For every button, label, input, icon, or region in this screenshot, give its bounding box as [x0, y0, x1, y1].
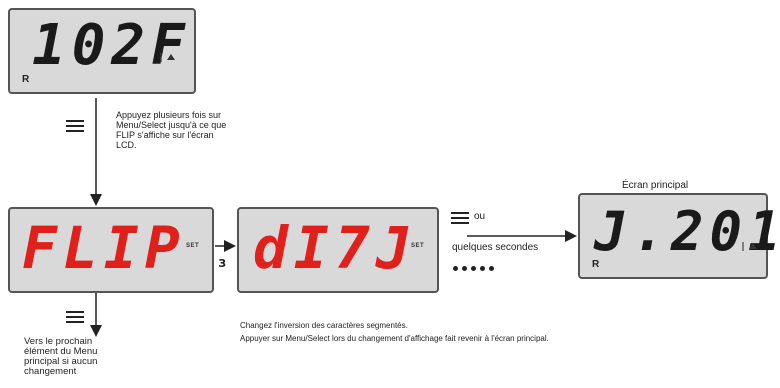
press-returns-text: Appuyer sur Menu/Select lors du changeme… — [240, 334, 549, 343]
lcd-value-main: J.201 — [594, 200, 780, 263]
change-inversion-text: Changez l'inversion des caractères segme… — [240, 321, 408, 330]
lcd-display-flipped: dI7J SET — [237, 207, 439, 293]
main-screen-label: Écran principal — [622, 180, 689, 191]
menu-select-icon — [66, 120, 84, 135]
few-seconds-label: quelques secondes — [452, 242, 539, 253]
indicator-r-main: R — [592, 259, 600, 270]
menu-instruction-text: Appuyez plusieurs fois sur Menu/Select j… — [116, 110, 227, 150]
or-label: ou — [474, 211, 486, 222]
temperature-indicator-icon-main — [740, 239, 758, 253]
temperature-indicator-icon — [158, 50, 176, 64]
lcd-value-top: 102F — [32, 13, 191, 78]
set-label-flip: SET — [186, 243, 200, 249]
lcd-value-flip: FLIP — [22, 214, 186, 282]
indicator-r-top: R — [22, 74, 30, 85]
set-label-flipped: SET — [411, 243, 425, 249]
next-item-text: Vers le prochain élément du Menu princip… — [24, 336, 98, 377]
lcd-display-main: J.201 R — [578, 193, 780, 279]
menu-select-icon-2 — [451, 212, 469, 227]
flip-symbol-icon: з — [218, 255, 227, 271]
lcd-display-top: 102F R — [8, 8, 196, 94]
menu-select-icon-3 — [66, 311, 84, 326]
lcd-value-flipped: dI7J — [253, 214, 417, 282]
lcd-display-flip: FLIP SET — [8, 207, 214, 293]
